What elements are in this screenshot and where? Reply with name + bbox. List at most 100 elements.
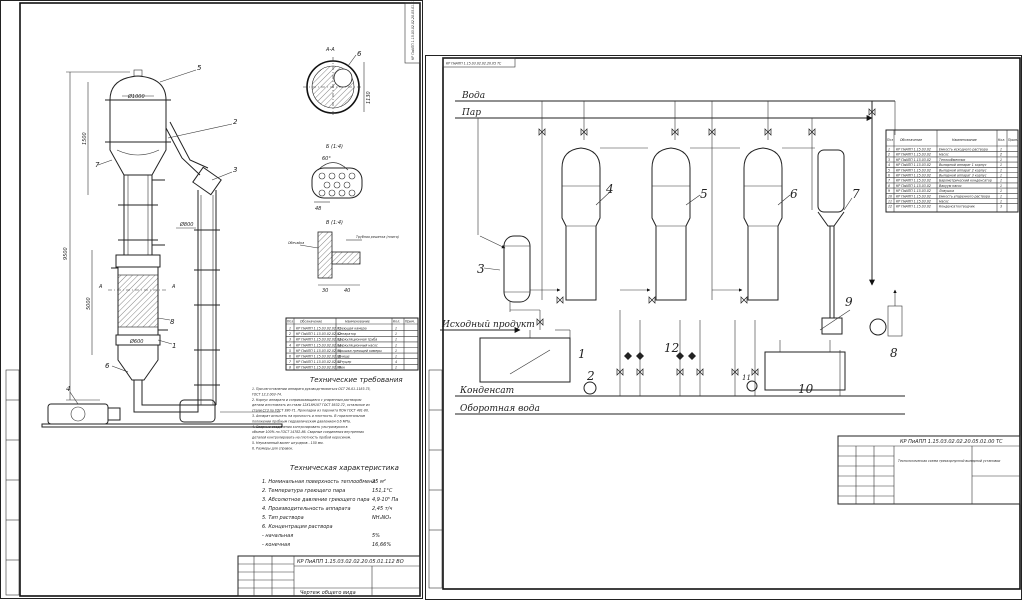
spec2-header: Обозначение [900,138,922,142]
spec2-header: Прим. [1008,138,1018,142]
section-v: В (1:4) Трубная решетка (плита) Обечайка… [288,220,399,294]
spec2-pos: 7 [888,179,890,183]
spec1-code: КР ПиАПП 1.15.03.02.02.07 [296,360,341,364]
equip-5-evaporator [651,147,691,301]
callout-4: 4 [66,385,70,393]
char-value: 16,66% [372,542,391,548]
line-label-condensate: Конденсат [459,386,514,396]
equip-8-vacuum-pump [869,318,887,336]
char-label: 6. Концентрация раствора [262,524,333,530]
spec2-pos: 2 [888,153,890,157]
char-value: 25 м² [372,479,386,485]
spec2-qty: 1 [1000,168,1002,172]
spec2-name: Ловушка [938,189,954,193]
valve-symbol [538,128,546,136]
spec2-code: КР ПиАПП 1.15.03.02 [896,168,931,172]
equip-num-9: 9 [845,295,853,309]
spec2-qty: 1 [1000,200,1002,204]
char-value: 4,9·10⁵ Па [372,497,398,503]
equip-4-evaporator [561,147,601,301]
char-label: 5. Тип раствора [262,515,304,521]
spec1-qty: 1 [395,343,397,347]
sheet1-stamp-code: КР ПиАПП 1.15.03.02.02.20.05.01.112 ВО [297,559,404,565]
sheet1-frame [19,2,421,597]
spec2-code: КР ПиАПП 1.15.03.02 [896,184,931,188]
spec2-name: Насос [939,153,949,157]
char-label: - конечная [262,542,290,548]
spec2-header: Наименование [952,138,977,142]
spec1-name: Циркуляционная труба [338,338,377,342]
section-a-a: А-А 6 1130 [303,47,372,117]
equip-num-11: 11 [742,374,751,382]
char-title: Техническая характеристика [290,464,399,472]
equip-num-8: 8 [890,346,898,360]
equip-num-2: 2 [586,369,595,383]
tech-req-line: положении пробным гидравлическим давлени… [252,419,351,423]
spec2-code: КР ПиАПП 1.15.03.02 [896,148,931,152]
spec2-header: Кол. [998,138,1005,142]
valve-symbol [708,128,716,136]
spec1-pos: 5 [289,349,291,353]
equip-num-7: 7 [852,187,860,201]
valve-symbol [731,368,739,376]
callout-7: 7 [95,161,100,169]
equip-10-product-tank [764,351,846,391]
char-value: 2,45 т/ч [372,506,392,512]
spec2-qty: 2 [1000,153,1002,157]
equip-num-4: 4 [605,182,614,196]
tech-req-line: 5. Неуказанный вылет штуцеров - 150 мм. [252,441,324,445]
callout-2: 2 [233,118,238,126]
dim-30: 30 [322,288,328,294]
valve-symbol [616,368,624,376]
tech-req-line: детали изготовлять из стали 12Х18Н10Т ГО… [251,403,370,407]
spec1-qty: 1 [395,366,397,370]
dim-diam-top: Ø1000 [127,93,145,100]
equip-6-evaporator [743,147,783,301]
spec1-code: КР ПиАПП 1.15.03.02.02.04 [296,343,341,347]
dim-diam-bottom: Ø600 [129,338,143,345]
tech-req-line: стали Ст3 по ГОСТ 380-71. Прокладки из п… [252,409,369,413]
spec1-pos: 6 [289,355,291,359]
spec2-qty: 1 [1000,189,1002,193]
spec2-name: Емкость упаренного раствора [939,194,990,198]
spec2-pos: 1 [888,148,890,152]
dim-48: 48 [315,206,321,212]
spec2-name: Барометрический конденсатор [939,179,992,183]
spec1-pos: 8 [289,366,291,370]
spec1-pos: 3 [289,338,291,342]
callout-8: 8 [170,318,175,326]
sheet1-frame-code: КР ПиАПП 1.15.03.02.02.20.05.01.112 ВО [411,0,415,60]
spec1-header: Наименование [345,320,370,324]
spec2-code: КР ПиАПП 1.15.03.02 [896,200,931,204]
spec2-name: Выпарной аппарат 1 корпус [939,163,987,167]
spec1-code: КР ПиАПП 1.15.03.02.02.08 [296,366,341,370]
char-value: NH₄NO₃ [372,515,391,521]
process-lines: Вода Пар Исходный продукт Конденсат Обор… [440,91,905,415]
callout-1: 1 [172,342,176,350]
spec1-name: Крышка греющей камеры [338,349,382,353]
spec2-qty: 1 [1000,184,1002,188]
label-obechaika: Обечайка [288,241,304,245]
equip-num-12: 12 [664,341,679,355]
dim-diam-pipe: Ø800 [179,221,193,228]
spec2-name: Выпарной аппарат 3 корпус [939,174,987,178]
equip-num-10: 10 [798,382,814,396]
spec1-name: Циркуляционный насос [338,343,378,347]
valve-symbol [764,128,772,136]
spec1-qty: 1 [395,332,397,336]
valve-symbol [671,128,679,136]
tech-req-line: 6. Размеры для справок. [252,446,293,450]
char-value: 151,1°С [372,488,393,494]
spec1-name: Греющая камера [338,327,367,331]
spec2-pos: 11 [888,200,892,204]
dim-total-height: 9500 [63,247,69,260]
dim-upper: 1500 [82,132,88,145]
char-label: - начальная [262,533,293,539]
tech-req-line: 3. Аппарат испытать на прочность и плотн… [252,414,366,418]
sheet1: КР ПиАПП 1.15.03.02.02.20.05.01.112 ВО 9… [0,0,423,599]
spec1-name: Штуцер [338,360,351,364]
section-marker-right: А [171,284,176,290]
equip-num-6: 6 [790,187,798,201]
spec1-header: Поз [287,320,293,324]
